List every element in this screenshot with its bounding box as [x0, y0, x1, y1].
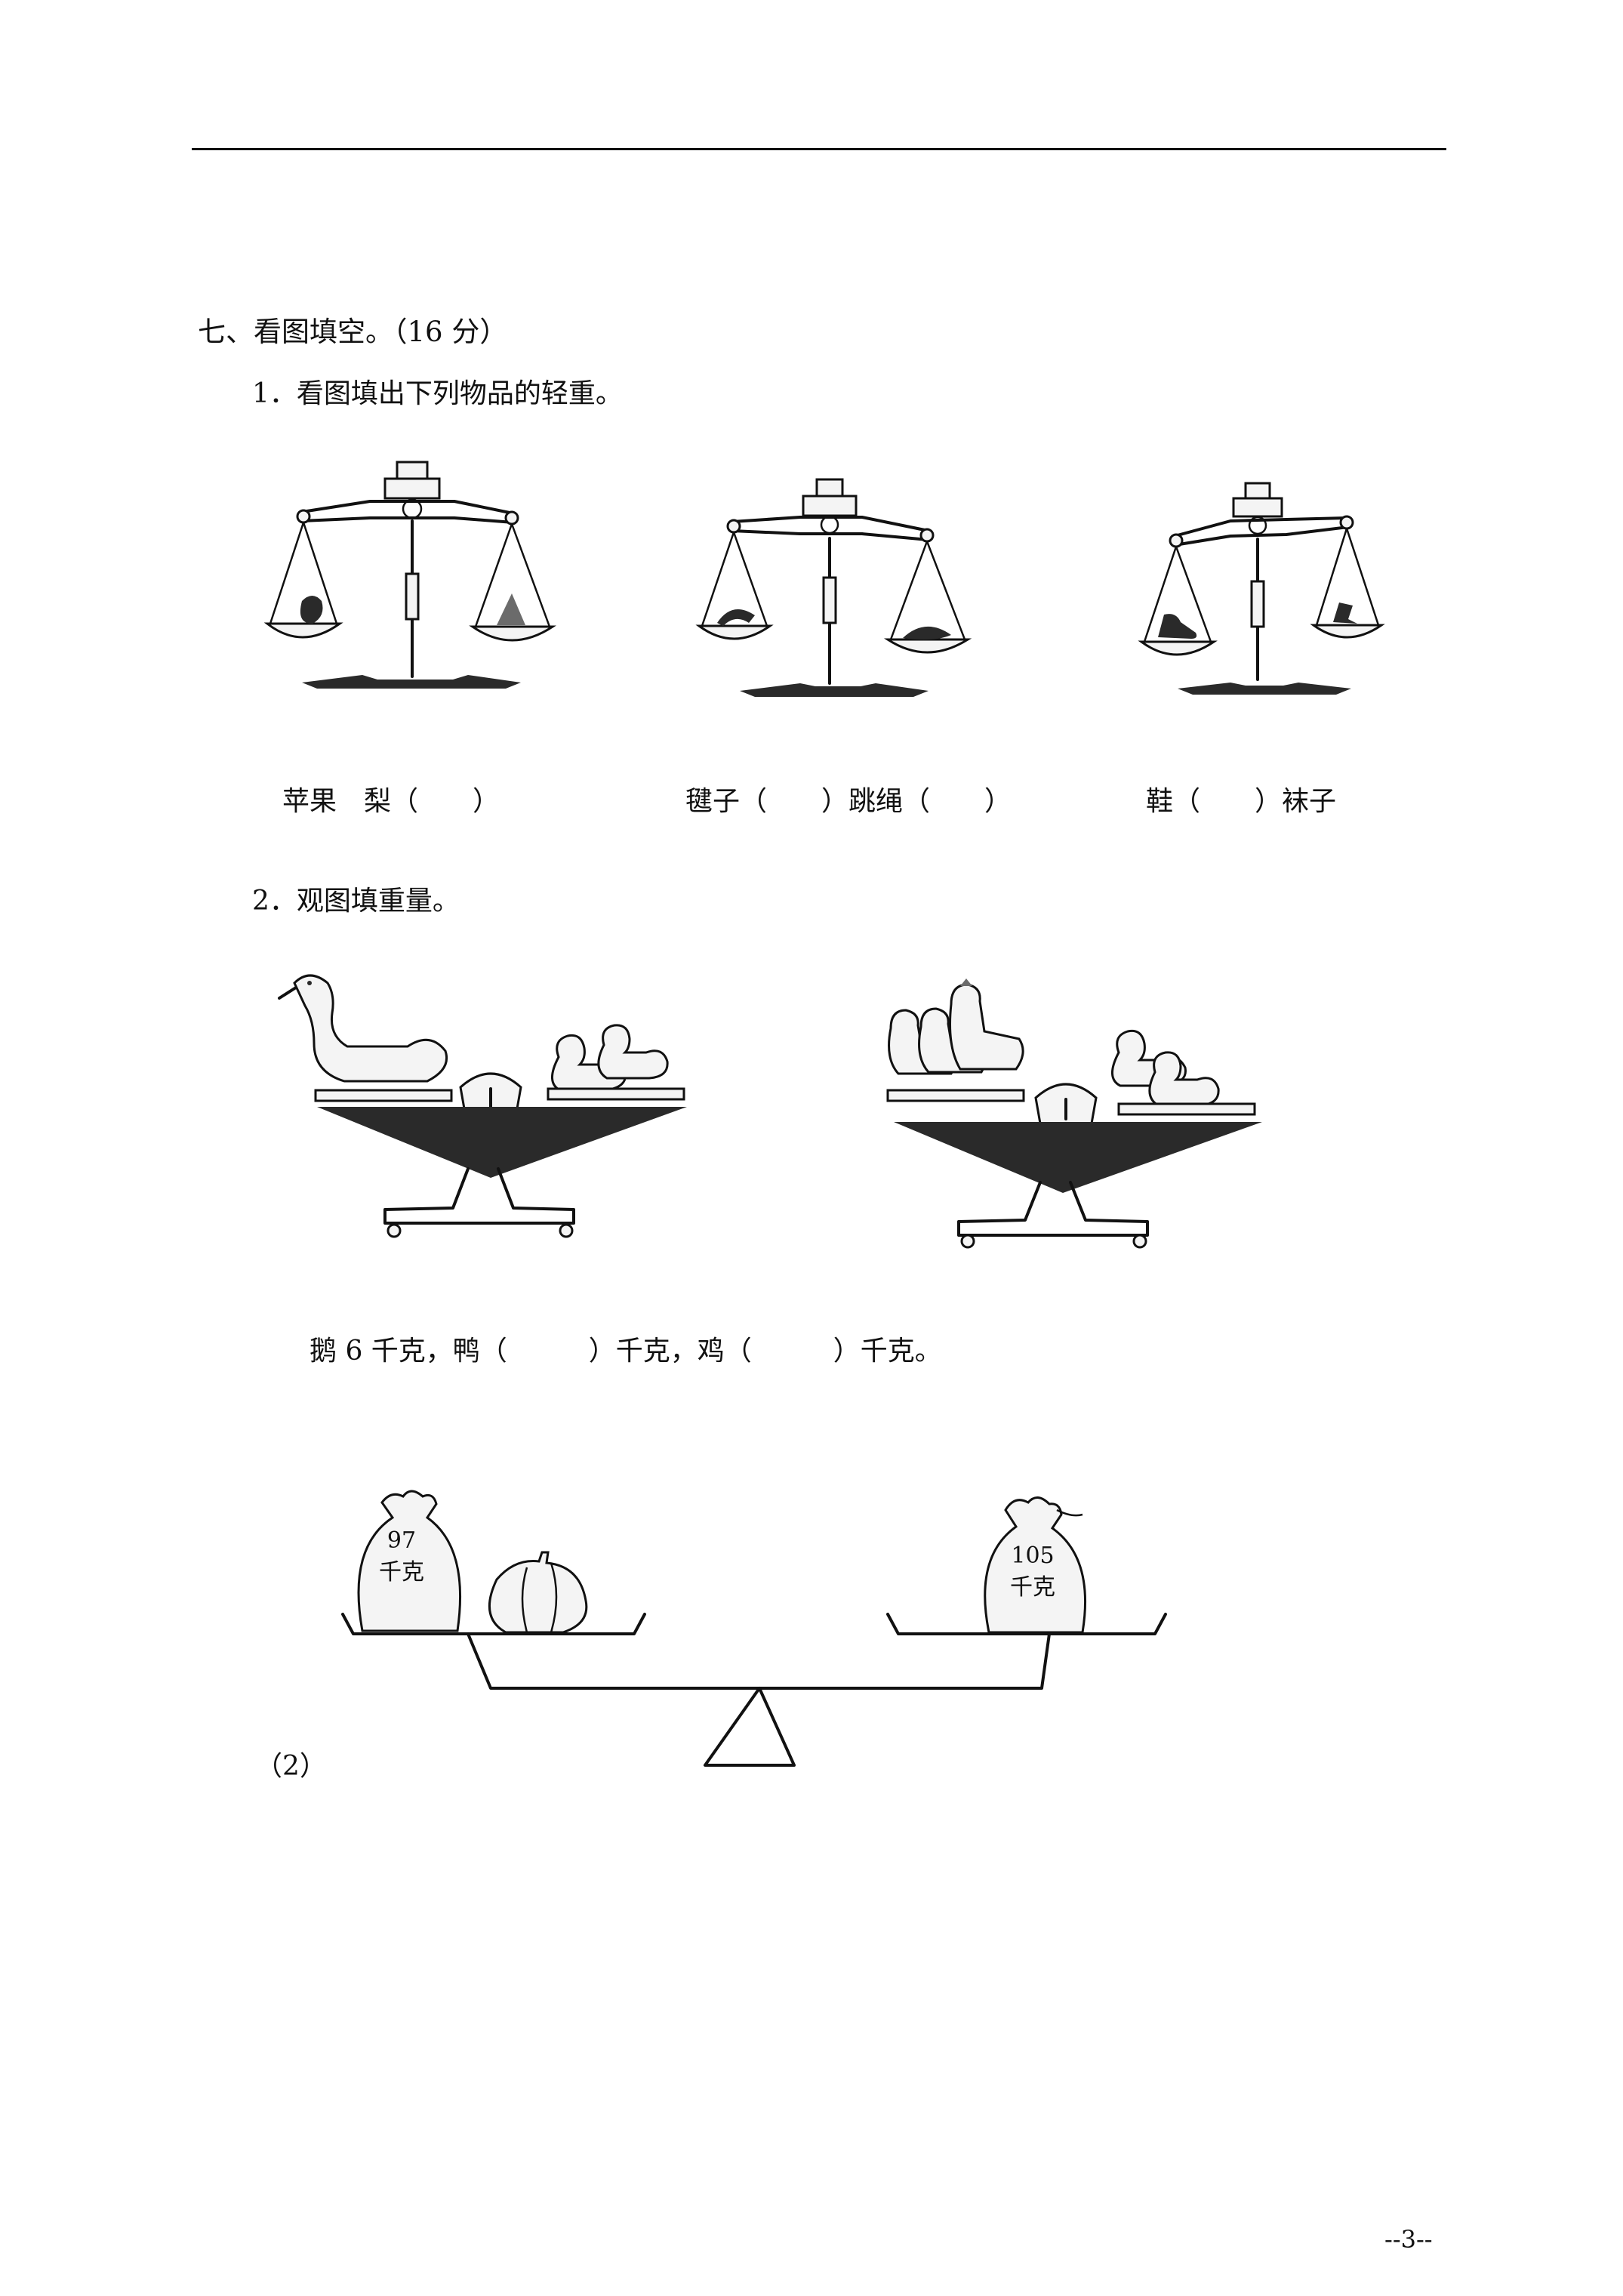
balance-scale-shoe-sock — [1138, 482, 1385, 695]
right-bag-unit: 千克 — [1010, 1574, 1055, 1601]
question-3-label: （2） — [255, 1751, 327, 1782]
answer-apple-pear[interactable]: 苹果 梨（ ） — [282, 786, 500, 817]
platform-scale-goose-ducks — [278, 974, 687, 1238]
question-1-prompt: 1．看图填出下列物品的轻重。 — [252, 378, 623, 409]
page-number: --3-- — [1384, 2225, 1433, 2254]
right-bag-number: 105 — [1011, 1542, 1054, 1569]
balance-scale-shuttlecock-rope — [695, 478, 972, 697]
answer-shoe-sock[interactable]: 鞋（ ）袜子 — [1146, 786, 1337, 817]
answer-shuttlecock-rope[interactable]: 毽子（ ）跳绳（ ） — [685, 786, 1012, 817]
question-2-sentence[interactable]: 鹅 6 千克，鸭（ ）千克，鸡（ ）千克。 — [310, 1336, 942, 1367]
section-title: 七、看图填空。（16 分） — [198, 316, 508, 348]
question-2-prompt: 2．观图填重量。 — [252, 886, 460, 917]
left-bag-unit: 千克 — [379, 1559, 424, 1586]
left-bag-number: 97 — [387, 1527, 416, 1554]
balance-scale-apple-pear — [263, 461, 556, 689]
seesaw-bags-pumpkin: 97 千克 105 千克 — [341, 1490, 1167, 1767]
platform-scale-chickens-ducks — [886, 978, 1262, 1249]
header-rule — [192, 148, 1446, 150]
